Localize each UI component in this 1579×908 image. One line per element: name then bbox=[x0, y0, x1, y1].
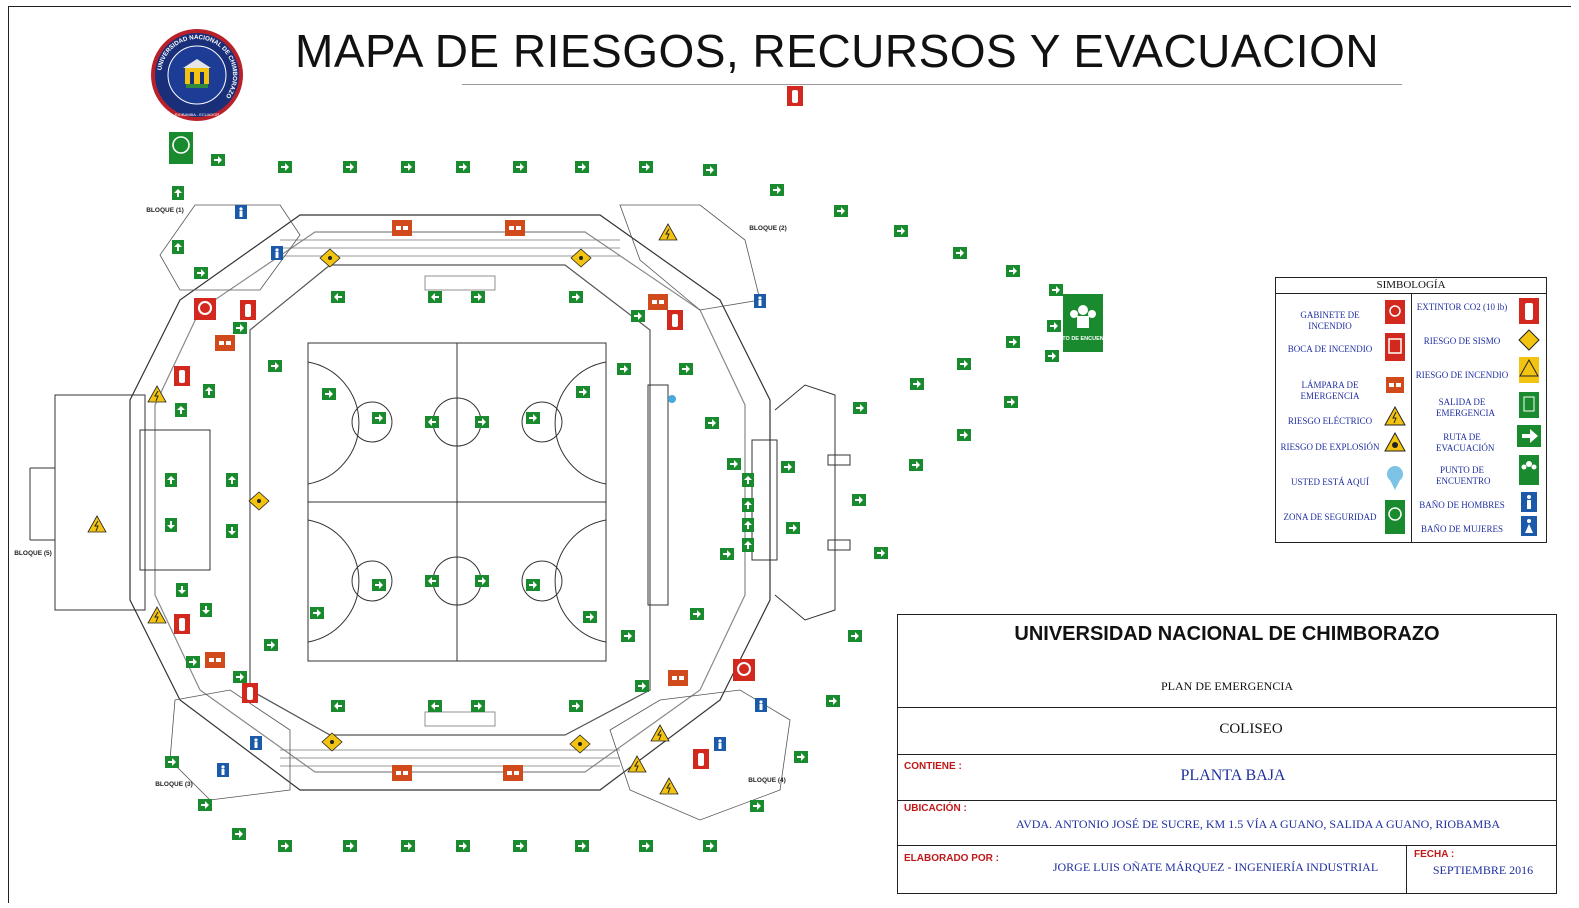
fire-cabinets bbox=[193, 297, 756, 682]
risk-warnings bbox=[87, 223, 679, 795]
seismic-risk-icon bbox=[1518, 329, 1540, 351]
ubicacion-label: UBICACIÓN : bbox=[904, 803, 967, 814]
extinguisher-icon bbox=[1519, 298, 1539, 324]
restrooms bbox=[217, 205, 767, 777]
safe-zone-icon bbox=[168, 131, 194, 165]
title-block: UNIVERSIDAD NACIONAL DE CHIMBORAZO PLAN … bbox=[897, 614, 1557, 894]
university-logo: UNIVERSIDAD NACIONAL DE CHIMBORAZO RIOBA… bbox=[151, 29, 243, 121]
meeting-point-icon bbox=[1519, 455, 1539, 485]
legend-label-restroom-women: BAÑO DE MUJERES bbox=[1420, 524, 1503, 534]
meeting-point-icon bbox=[1063, 294, 1103, 352]
basketball-court bbox=[307, 342, 607, 662]
legend-icons-right bbox=[1517, 298, 1541, 536]
emergency-exit-icon bbox=[1519, 392, 1539, 418]
legend-label-explosion-risk: RIESGO DE EXPLOSIÓN bbox=[1280, 442, 1380, 452]
fecha-divider bbox=[1406, 845, 1407, 893]
fire-cabinet-icon bbox=[1385, 300, 1405, 324]
legend-label-meeting-point: PUNTO DE ENCUENTRO bbox=[1436, 465, 1491, 486]
elaborado-value: JORGE LUIS OÑATE MÁRQUEZ - INGENIERÍA IN… bbox=[1052, 860, 1379, 874]
legend-label-fire-risk: RIESGO DE INCENDIO bbox=[1415, 370, 1509, 380]
restroom-women-icon bbox=[1521, 516, 1537, 536]
ubicacion-value: AVDA. ANTONIO JOSÉ DE SUCRE, KM 1.5 VÍA … bbox=[1015, 817, 1501, 831]
restroom-men-icon bbox=[1521, 492, 1537, 512]
title-block-university: UNIVERSIDAD NACIONAL DE CHIMBORAZO bbox=[1014, 623, 1440, 645]
legend-label-evacuation-route: RUTA DE EVACUACIÓN bbox=[1436, 432, 1495, 453]
title-block-divider bbox=[898, 800, 1556, 801]
legend-label-safe-zone: ZONA DE SEGURIDAD bbox=[1283, 512, 1377, 522]
legend-label-seismic-risk: RIESGO DE SISMO bbox=[1423, 336, 1501, 346]
title-block-plan: PLAN DE EMERGENCIA bbox=[1161, 679, 1293, 693]
elaborado-label: ELABORADO POR : bbox=[904, 853, 999, 864]
evacuation-arrows-top bbox=[211, 154, 1063, 296]
legend-label-fire-hydrant: BOCA DE INCENDIO bbox=[1287, 344, 1373, 354]
safe-zone-icon bbox=[1385, 500, 1405, 534]
block-label-2: BLOQUE (2) bbox=[749, 225, 787, 232]
title-block-divider bbox=[898, 754, 1556, 755]
title-block-divider bbox=[898, 845, 1556, 846]
block-label-3: BLOQUE (3) bbox=[155, 781, 193, 788]
page-title: MAPA DE RIESGOS, RECURSOS Y EVACUACION bbox=[295, 25, 1380, 77]
svg-text:RIOBAMBA - ECUADOR: RIOBAMBA - ECUADOR bbox=[175, 112, 220, 117]
legend-label-emergency-exit: SALIDA DE EMERGENCIA bbox=[1436, 397, 1495, 418]
legend-title: SIMBOLOGÍA bbox=[1276, 278, 1546, 294]
legend-label-emergency-lamp: LÁMPARA DE EMERGENCIA bbox=[1300, 380, 1360, 401]
block-label-5: BLOQUE (5) bbox=[14, 550, 52, 557]
explosion-risk-icon bbox=[1384, 431, 1406, 452]
title-block-divider bbox=[898, 707, 1556, 708]
block-label-4: BLOQUE (4) bbox=[748, 777, 786, 784]
legend-label-electric-risk: RIESGO ELÉCTRICO bbox=[1287, 416, 1373, 426]
contiene-label: CONTIENE : bbox=[904, 761, 962, 772]
electric-risk-icon bbox=[1384, 405, 1406, 426]
you-are-here-icon bbox=[1387, 466, 1403, 490]
stands bbox=[280, 239, 620, 767]
evacuation-route-icon bbox=[1517, 425, 1541, 447]
legend-label-restroom-men: BAÑO DE HOMBRES bbox=[1419, 500, 1505, 510]
fire-hydrant-icon bbox=[1385, 333, 1405, 361]
legend-panel: SIMBOLOGÍA GABINETE DE INCENDIO BOCA DE … bbox=[1275, 277, 1547, 543]
legend-label-fire-cabinet: GABINETE DE INCENDIO bbox=[1300, 310, 1360, 331]
legend-label-extinguisher: EXTINTOR CO2 (10 lb) bbox=[1416, 302, 1508, 312]
title-underline bbox=[462, 84, 1402, 85]
legend-icons-left bbox=[1384, 300, 1406, 534]
contiene-value: PLANTA BAJA bbox=[1180, 767, 1286, 784]
west-wing bbox=[29, 394, 211, 611]
block-label-1: BLOQUE (1) bbox=[146, 207, 184, 214]
fecha-value: SEPTIEMBRE 2016 bbox=[1432, 863, 1534, 877]
emergency-lamp-icon bbox=[1386, 377, 1404, 393]
fire-risk-icon bbox=[1519, 357, 1539, 383]
east-wing bbox=[647, 384, 851, 621]
title-block-building: COLISEO bbox=[1219, 721, 1283, 737]
fecha-label: FECHA : bbox=[1414, 849, 1455, 860]
map-frame bbox=[8, 6, 1571, 903]
meeting-point-label: PUNTO DE ENCUENTRO bbox=[1051, 336, 1116, 342]
legend-label-you-are-here: USTED ESTÁ AQUÍ bbox=[1291, 477, 1369, 487]
you-are-here-icon bbox=[668, 395, 676, 403]
